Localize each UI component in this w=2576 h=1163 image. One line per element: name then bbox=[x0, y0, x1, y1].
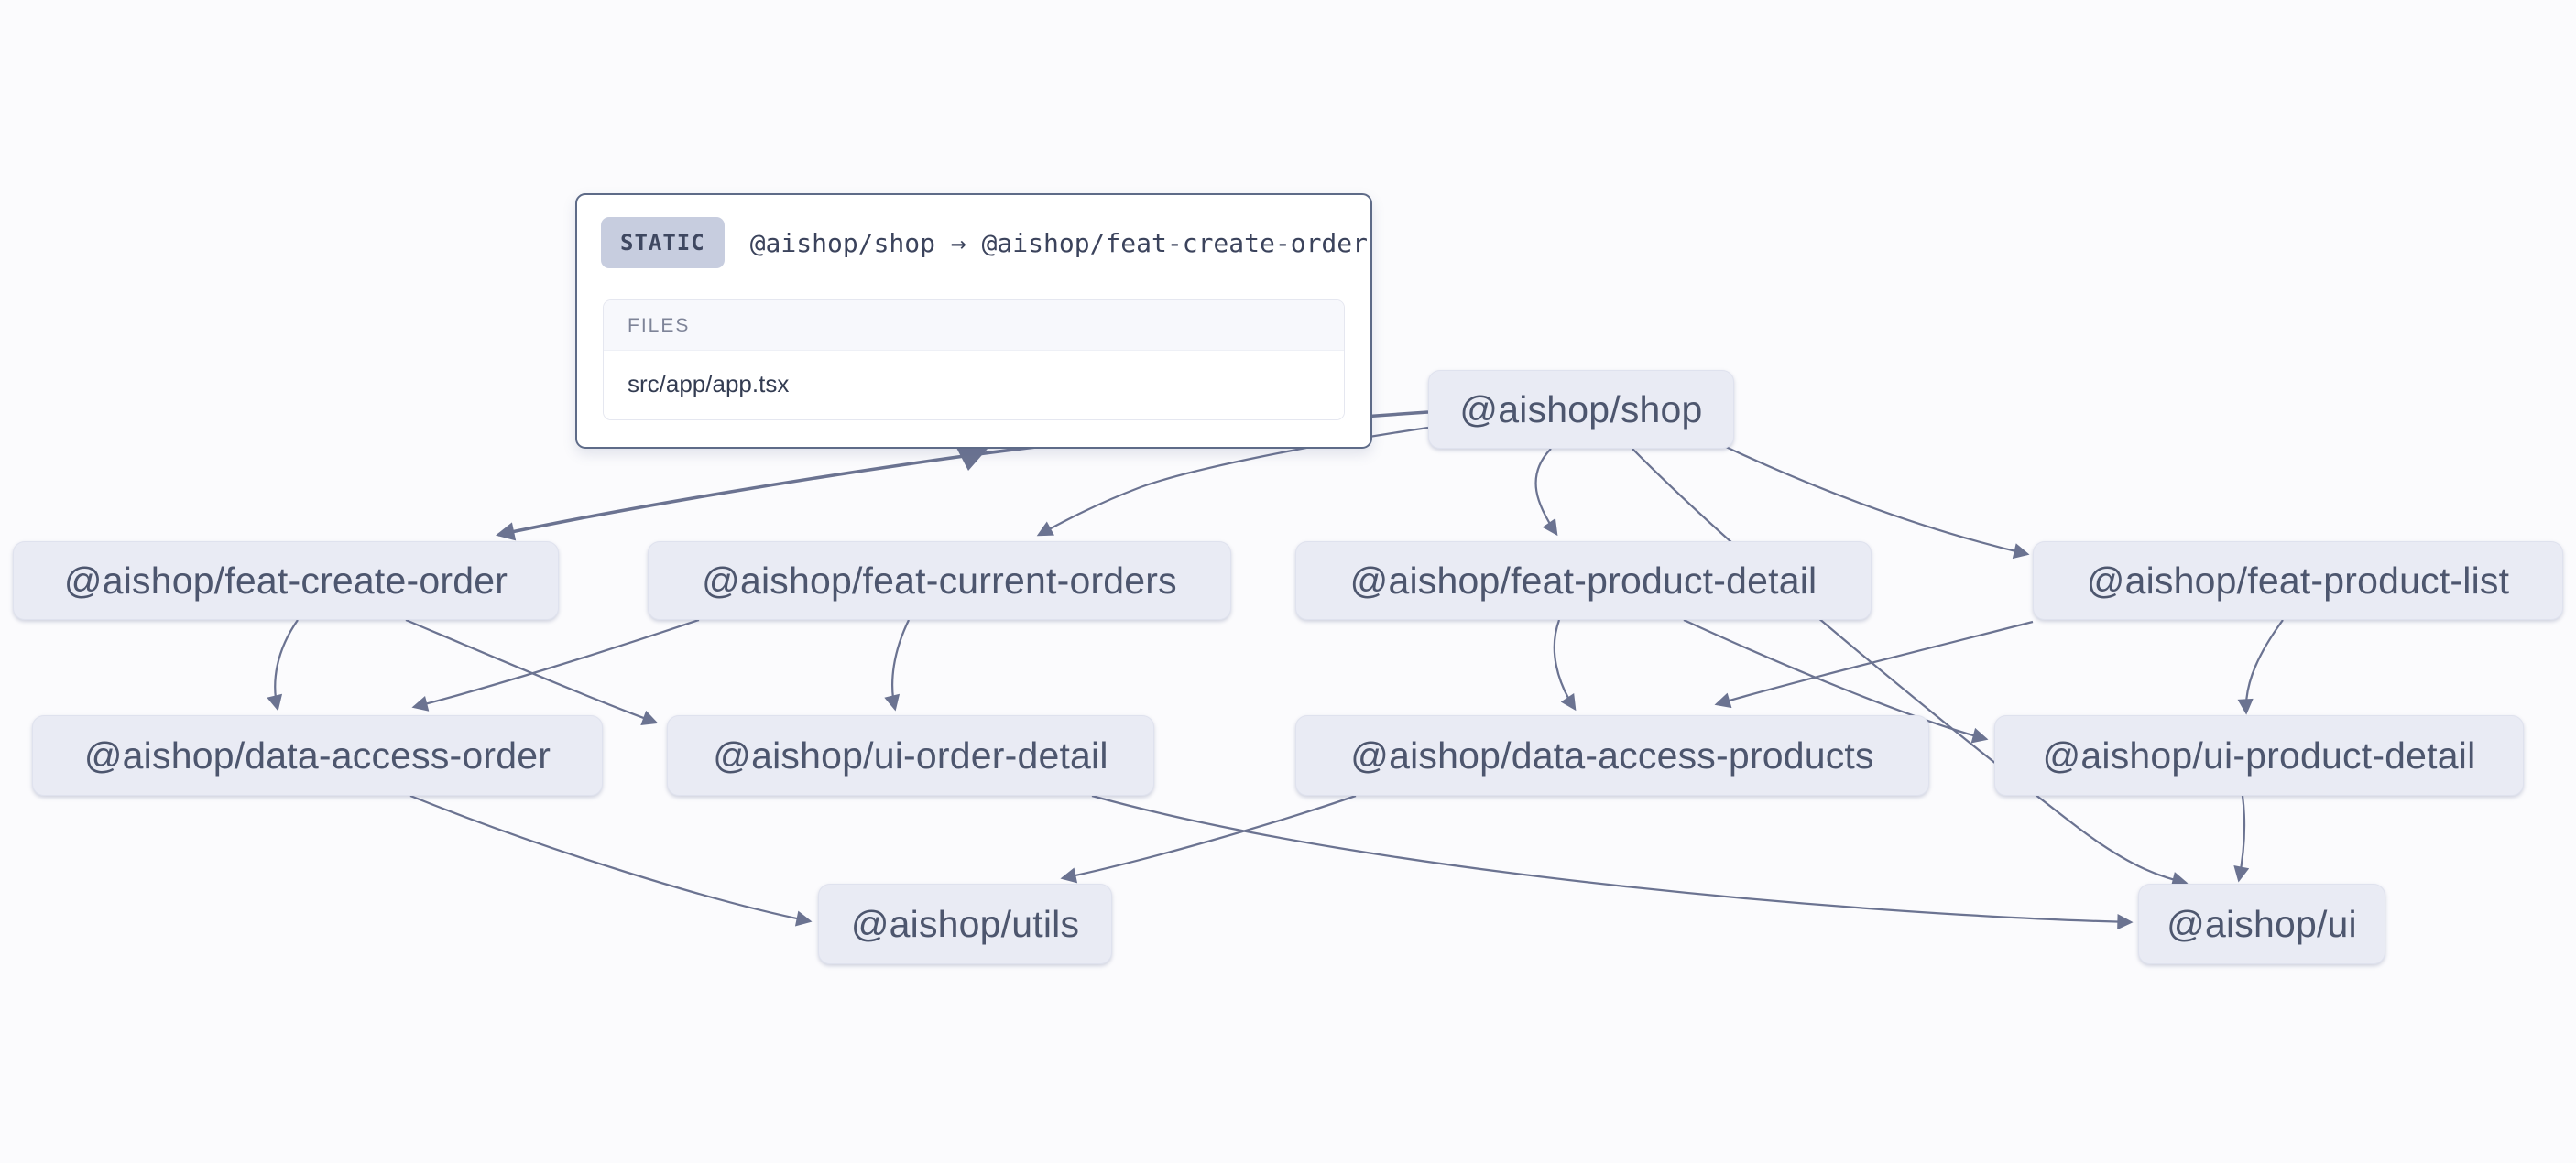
edge-tooltip-header: STATIC @aishop/shop → @aishop/feat-creat… bbox=[601, 217, 1368, 268]
graph-node-feat-create-order[interactable]: @aishop/feat-create-order bbox=[13, 541, 559, 620]
edge-feat-create-order-ui-order-detail[interactable] bbox=[405, 618, 659, 726]
graph-node-feat-current-orders[interactable]: @aishop/feat-current-orders bbox=[648, 541, 1231, 620]
graph-node-label: @aishop/data-access-products bbox=[1350, 734, 1874, 777]
files-panel: FILES src/app/app.tsx bbox=[603, 299, 1345, 420]
edge-data-access-order-utils[interactable] bbox=[409, 794, 813, 927]
graph-node-feat-product-detail[interactable]: @aishop/feat-product-detail bbox=[1295, 541, 1872, 620]
files-panel-header: FILES bbox=[604, 300, 1344, 351]
edge-type-badge: STATIC bbox=[601, 217, 725, 268]
graph-node-label: @aishop/feat-product-detail bbox=[1349, 559, 1817, 602]
edge-shop-feat-product-list[interactable] bbox=[1725, 445, 2030, 560]
file-list-item: src/app/app.tsx bbox=[604, 351, 1344, 419]
graph-node-ui-order-detail[interactable]: @aishop/ui-order-detail bbox=[667, 715, 1154, 796]
graph-node-label: @aishop/ui bbox=[2167, 902, 2357, 945]
edge-feat-current-orders-data-access-order[interactable] bbox=[411, 618, 700, 712]
edge-data-access-products-utils[interactable] bbox=[1060, 794, 1357, 884]
graph-node-ui[interactable]: @aishop/ui bbox=[2138, 884, 2385, 964]
edge-relation-text: @aishop/shop → @aishop/feat-create-order bbox=[749, 227, 1368, 258]
graph-node-label: @aishop/ui-order-detail bbox=[713, 734, 1108, 777]
graph-node-shop[interactable]: @aishop/shop bbox=[1428, 370, 1734, 449]
edge-feat-current-orders-ui-order-detail[interactable] bbox=[884, 619, 911, 712]
edge-feat-create-order-data-access-order[interactable] bbox=[267, 619, 299, 712]
graph-node-data-access-order[interactable]: @aishop/data-access-order bbox=[32, 715, 603, 796]
graph-node-ui-product-detail[interactable]: @aishop/ui-product-detail bbox=[1994, 715, 2524, 796]
graph-node-utils[interactable]: @aishop/utils bbox=[818, 884, 1112, 964]
edge-feat-product-detail-data-access-products[interactable] bbox=[1553, 619, 1577, 712]
graph-node-label: @aishop/ui-product-detail bbox=[2042, 734, 2476, 777]
edge-feat-product-list-ui-product-detail[interactable] bbox=[2237, 619, 2284, 715]
edge-feat-product-detail-ui-product-detail[interactable] bbox=[1683, 618, 1989, 744]
graph-node-label: @aishop/feat-create-order bbox=[63, 559, 508, 602]
graph-node-label: @aishop/data-access-order bbox=[83, 734, 551, 777]
graph-node-label: @aishop/feat-current-orders bbox=[702, 559, 1177, 602]
edge-shop-feat-product-detail[interactable] bbox=[1534, 448, 1558, 537]
graph-node-feat-product-list[interactable]: @aishop/feat-product-list bbox=[2033, 541, 2563, 620]
edge-feat-product-list-data-access-products[interactable] bbox=[1714, 620, 2034, 709]
graph-node-data-access-products[interactable]: @aishop/data-access-products bbox=[1295, 715, 1929, 796]
edge-shop-ui[interactable] bbox=[1632, 448, 2189, 887]
edge-tooltip: STATIC @aishop/shop → @aishop/feat-creat… bbox=[575, 193, 1372, 449]
graph-node-label: @aishop/utils bbox=[850, 902, 1080, 945]
edge-ui-order-detail-ui[interactable] bbox=[1091, 794, 2134, 930]
edge-ui-product-detail-ui[interactable] bbox=[2233, 795, 2250, 883]
highlighted-edge-mid-arrow bbox=[955, 444, 988, 471]
graph-node-label: @aishop/shop bbox=[1459, 387, 1703, 430]
graph-node-label: @aishop/feat-product-list bbox=[2086, 559, 2510, 602]
